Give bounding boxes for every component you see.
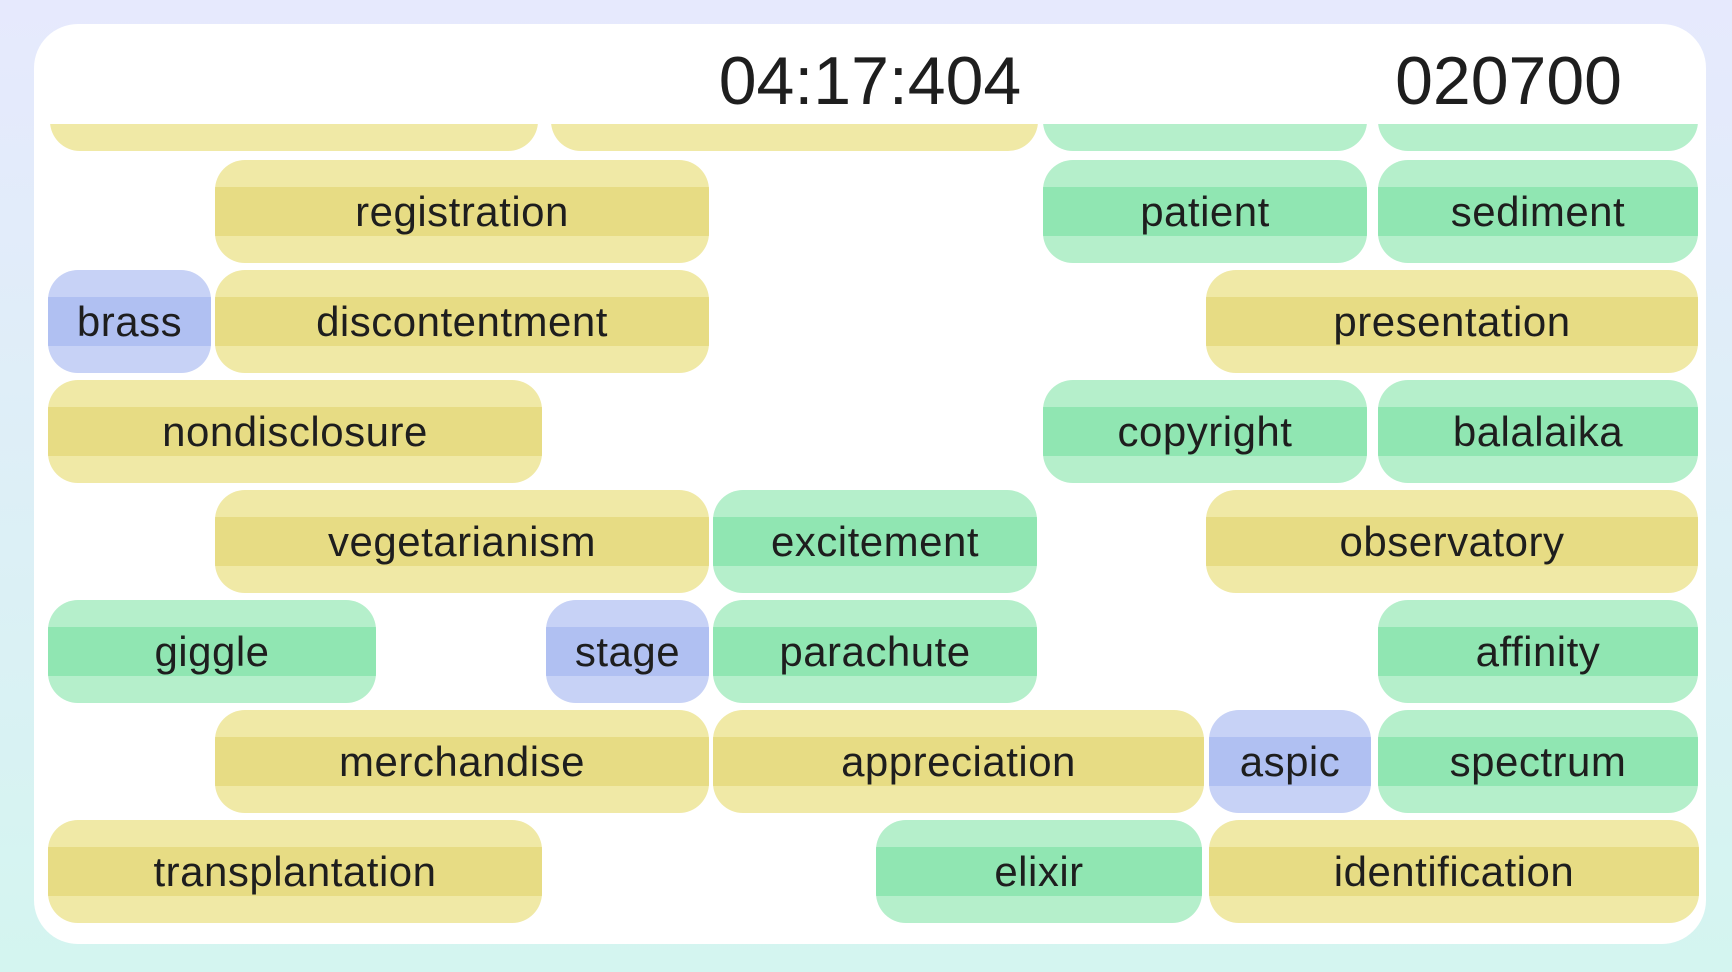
word-tile[interactable]: merchandise <box>215 710 709 813</box>
word-tile[interactable]: identification <box>1209 820 1699 923</box>
word-tile-label: copyright <box>1117 407 1293 455</box>
word-tile-partial[interactable] <box>1378 124 1698 151</box>
word-tile-partial[interactable] <box>1043 124 1367 151</box>
word-tile-label: excitement <box>770 517 980 565</box>
word-tile-label: balalaika <box>1452 407 1624 455</box>
word-tile-label: affinity <box>1475 627 1601 675</box>
word-tile-label: giggle <box>154 627 270 675</box>
word-tile-label: registration <box>355 187 569 235</box>
word-tile[interactable]: copyright <box>1043 380 1367 483</box>
word-tile[interactable]: affinity <box>1378 600 1698 703</box>
word-tile[interactable]: appreciation <box>713 710 1204 813</box>
word-tile-label: patient <box>1140 187 1270 235</box>
word-tile[interactable]: transplantation <box>48 820 542 923</box>
word-tile-label: appreciation <box>841 737 1076 785</box>
word-tile-label: identification <box>1333 847 1575 895</box>
word-tile[interactable]: observatory <box>1206 490 1698 593</box>
word-tile[interactable]: aspic <box>1209 710 1371 813</box>
word-tile-label: merchandise <box>339 737 585 785</box>
word-tile-label: spectrum <box>1449 737 1627 785</box>
word-tile-label: discontentment <box>316 297 608 345</box>
word-tile-label: stage <box>574 627 681 675</box>
word-tile[interactable]: vegetarianism <box>215 490 709 593</box>
word-tile-label: aspic <box>1239 737 1341 785</box>
header: 04:17:404 020700 <box>34 24 1706 124</box>
word-tile[interactable]: registration <box>215 160 709 263</box>
word-tile[interactable]: giggle <box>48 600 376 703</box>
timer: 04:17:404 <box>718 43 1022 119</box>
game-card: 04:17:404 020700 registration patient sedi… <box>34 24 1706 944</box>
word-tile-label: elixir <box>994 847 1084 895</box>
word-tile[interactable]: stage <box>546 600 709 703</box>
word-tile-label: sediment <box>1450 187 1626 235</box>
word-tile[interactable]: elixir <box>876 820 1202 923</box>
word-tile[interactable]: discontentment <box>215 270 709 373</box>
word-tile[interactable]: excitement <box>713 490 1037 593</box>
word-tile-label: observatory <box>1339 517 1565 565</box>
word-tile-label: vegetarianism <box>328 517 596 565</box>
word-tile-label: nondisclosure <box>162 407 428 455</box>
word-tile-label: transplantation <box>153 847 437 895</box>
word-tile-label: presentation <box>1333 297 1571 345</box>
word-tile[interactable]: sediment <box>1378 160 1698 263</box>
word-tile[interactable]: patient <box>1043 160 1367 263</box>
word-tile[interactable]: nondisclosure <box>48 380 542 483</box>
word-tile-label: brass <box>76 297 183 345</box>
word-tile[interactable]: presentation <box>1206 270 1698 373</box>
score: 020700 <box>1395 43 1622 119</box>
word-tile-partial[interactable] <box>50 124 538 151</box>
word-tile[interactable]: balalaika <box>1378 380 1698 483</box>
word-tile[interactable]: spectrum <box>1378 710 1698 813</box>
word-tile-label: parachute <box>779 627 971 675</box>
board: registration patient sediment brass disconte… <box>34 124 1706 944</box>
word-tile[interactable]: brass <box>48 270 211 373</box>
word-tile[interactable]: parachute <box>713 600 1037 703</box>
word-tile-partial[interactable] <box>551 124 1038 151</box>
